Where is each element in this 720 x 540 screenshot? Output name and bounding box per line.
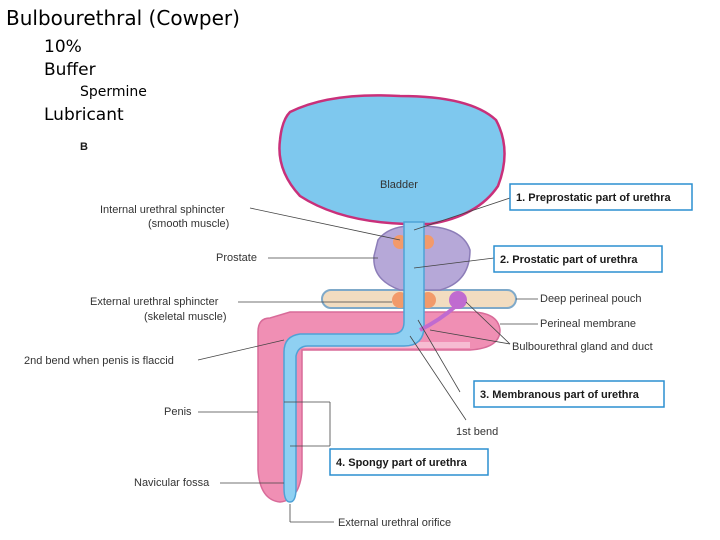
spongy-label: 4. Spongy part of urethra [336,457,468,469]
bullet-lubricant: Lubricant [44,105,124,125]
bullet-buffer: Buffer [44,60,96,80]
bulbourethral-duct [419,304,458,332]
prostate-label: Prostate [216,252,257,264]
bulbourethral-gland-shape [449,291,467,309]
slide-title: Bulbourethral (Cowper) [6,6,240,30]
membranous-box [473,380,665,408]
external-sphincter-label: External urethral sphincter [90,296,219,308]
spongy-box [329,448,489,476]
prostatic-label: 2. Prostatic part of urethra [500,254,638,266]
first-bend-label: 1st bend [456,426,498,438]
external-orifice-label: External urethral orifice [338,517,451,529]
bladder-label: Bladder [380,179,418,191]
internal-sphincter-label: Internal urethral sphincter [100,204,225,216]
deep-perineal-pouch-label: Deep perineal pouch [540,293,642,305]
navicular-fossa-label: Navicular fossa [134,477,210,489]
bulbourethral-gland-label: Bulbourethral gland and duct [512,341,653,353]
internal-sphincter-sublabel: (smooth muscle) [148,218,229,230]
panel-letter: B [80,141,88,153]
perineal-membrane-label: Perineal membrane [540,318,636,330]
preprostatic-box [509,183,693,211]
bullet-percentage: 10% [44,37,82,57]
penis-label: Penis [164,406,192,418]
second-bend-label: 2nd bend when penis is flaccid [24,355,174,367]
urethra-shape [283,221,425,503]
prostatic-box [493,245,663,273]
preprostatic-label: 1. Preprostatic part of urethra [516,192,672,204]
bladder-shape [278,94,506,226]
external-sphincter-sublabel: (skeletal muscle) [144,311,227,323]
bullet-spermine: Spermine [80,84,147,100]
membranous-label: 3. Membranous part of urethra [480,389,640,401]
